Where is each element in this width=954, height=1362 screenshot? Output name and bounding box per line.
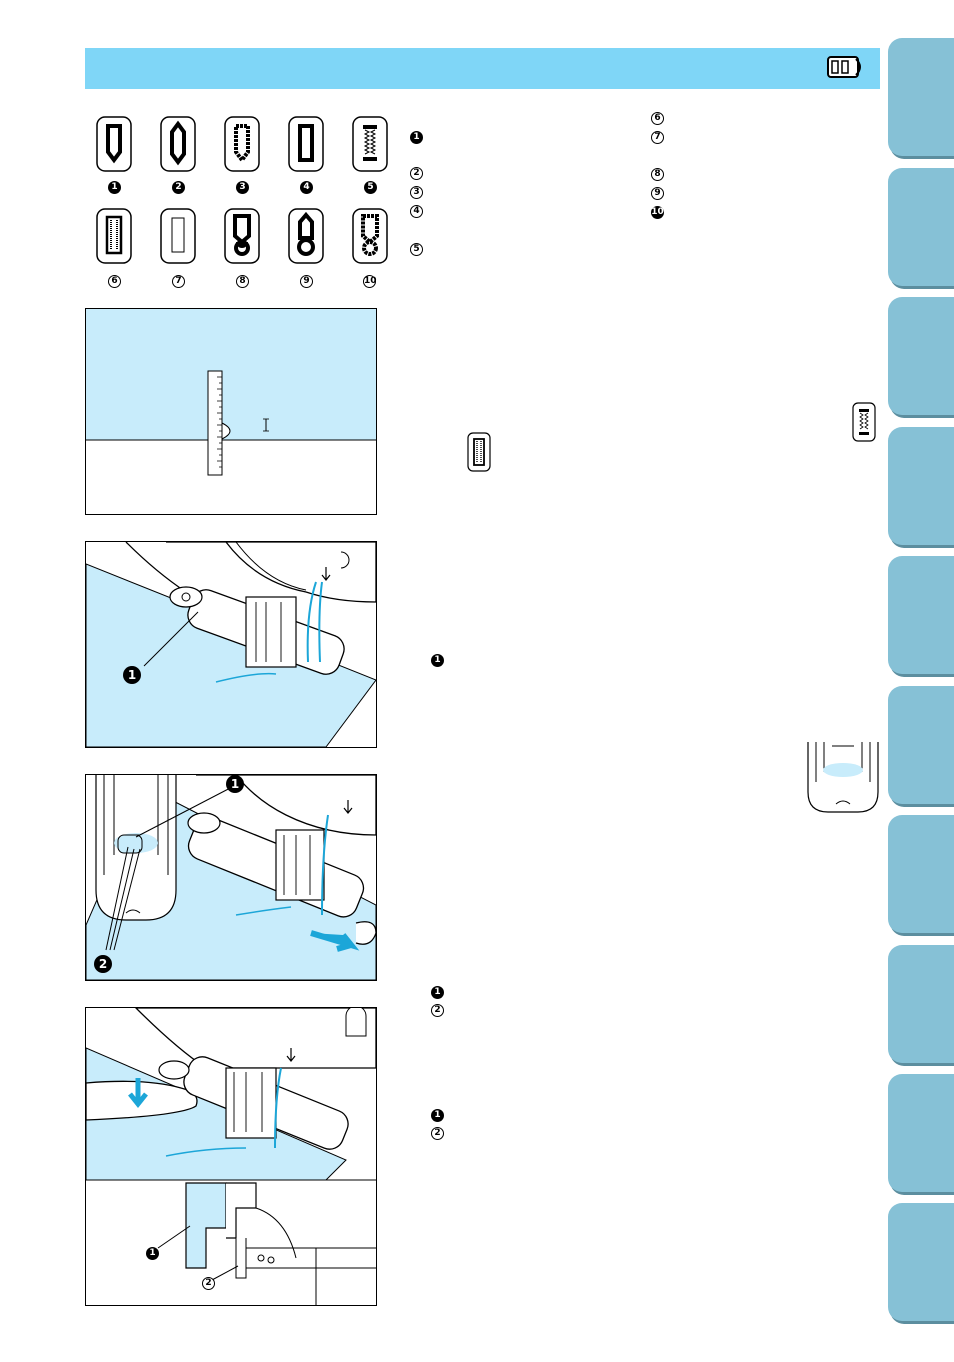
foot-inset-icon <box>807 742 879 813</box>
pattern-7-icon[interactable] <box>160 208 196 264</box>
legend-marker-3: 3 <box>410 186 423 199</box>
step4-marker-2: 2 <box>431 1127 444 1140</box>
side-tab-10[interactable] <box>888 1203 954 1321</box>
buttonhole-foot-icon <box>826 53 866 83</box>
figure4-callout-1: 1 <box>146 1247 159 1260</box>
step2-marker-1: 1 <box>431 654 444 667</box>
pattern-9-icon[interactable] <box>288 208 324 264</box>
figure-mark-fabric <box>85 308 377 515</box>
side-tab-9[interactable] <box>888 1074 954 1192</box>
pattern-number-6: 6 <box>108 275 121 288</box>
step3-marker-1: 1 <box>431 986 444 999</box>
figure4-callout-2: 2 <box>202 1277 215 1290</box>
legend-marker-10: 10 <box>651 206 664 219</box>
buttonhole-pattern-5-icon <box>852 402 876 442</box>
pattern-number-10: 10 <box>363 275 377 288</box>
figure-pull-foot: 1 2 <box>85 774 377 981</box>
pattern-3-icon[interactable] <box>224 116 260 172</box>
side-tab-5[interactable] <box>888 556 954 674</box>
legend-marker-4: 4 <box>410 205 423 218</box>
step3-marker-2: 2 <box>431 1004 444 1017</box>
side-tab-8[interactable] <box>888 945 954 1063</box>
legend-marker-2: 2 <box>410 167 423 180</box>
side-tab-4[interactable] <box>888 427 954 545</box>
pattern-number-8: 8 <box>236 275 249 288</box>
legend-marker-6: 6 <box>651 112 664 125</box>
pattern-8-icon[interactable] <box>224 208 260 264</box>
pattern-number-7: 7 <box>172 275 185 288</box>
figure2-callout-1: 1 <box>123 666 141 684</box>
pattern-4-icon[interactable] <box>288 116 324 172</box>
pattern-5-icon[interactable] <box>352 116 388 172</box>
figure-lower-lever: 1 2 <box>85 1007 377 1306</box>
side-tab-6[interactable] <box>888 686 954 804</box>
legend-marker-1: 1 <box>410 131 423 144</box>
pattern-2-icon[interactable] <box>160 116 196 172</box>
buttonhole-pattern-6-icon <box>467 432 491 472</box>
legend-marker-7: 7 <box>651 131 664 144</box>
header-bar <box>85 48 880 89</box>
figure3-callout-2: 2 <box>94 955 112 973</box>
side-tab-2[interactable] <box>888 168 954 286</box>
pattern-number-2: 2 <box>172 181 185 194</box>
pattern-1-icon[interactable] <box>96 116 132 172</box>
figure3-callout-1: 1 <box>226 775 244 793</box>
pattern-number-3: 3 <box>236 181 249 194</box>
pattern-number-1: 1 <box>108 181 121 194</box>
legend-marker-8: 8 <box>651 168 664 181</box>
side-tab-7[interactable] <box>888 815 954 933</box>
legend-marker-9: 9 <box>651 187 664 200</box>
pattern-number-9: 9 <box>300 275 313 288</box>
pattern-6-icon[interactable] <box>96 208 132 264</box>
pattern-number-4: 4 <box>300 181 313 194</box>
step4-marker-1: 1 <box>431 1109 444 1122</box>
side-tab-1[interactable] <box>888 38 954 156</box>
figure-attach-foot: 1 <box>85 541 377 748</box>
pattern-number-5: 5 <box>364 181 377 194</box>
side-tab-3[interactable] <box>888 297 954 415</box>
legend-marker-5: 5 <box>410 243 423 256</box>
pattern-10-icon[interactable] <box>352 208 388 264</box>
